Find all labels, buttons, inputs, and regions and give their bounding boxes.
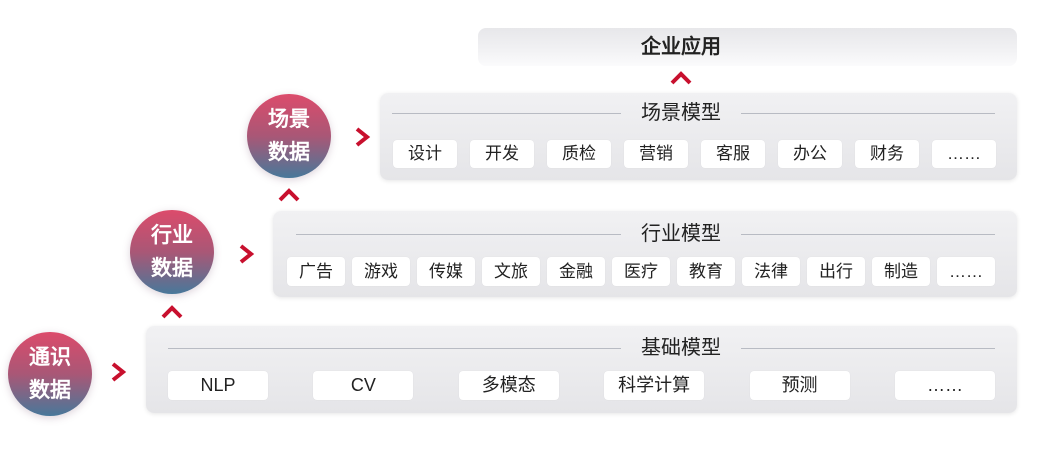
base-model-panel: 基础模型 NLP CV 多模态 科学计算 预测 …… [146, 326, 1017, 413]
base-model-title: 基础模型 [641, 337, 721, 359]
general-data-label-line2: 数据 [29, 379, 71, 402]
caret-up-icon [670, 71, 692, 85]
general-data-circle: 通识 数据 [8, 332, 92, 416]
scene-model-item: 营销 [624, 140, 688, 168]
scene-model-item: 财务 [855, 140, 919, 168]
industry-model-panel: 行业模型 广告 游戏 传媒 文旅 金融 医疗 教育 法律 出行 制造 …… [273, 211, 1017, 297]
scene-model-item: 设计 [393, 140, 457, 168]
scene-model-title: 场景模型 [641, 102, 721, 124]
title-rule-right [741, 113, 995, 114]
caret-up-icon [278, 188, 300, 202]
industry-model-items: 广告 游戏 传媒 文旅 金融 医疗 教育 法律 出行 制造 …… [287, 257, 995, 286]
industry-data-circle: 行业 数据 [130, 210, 214, 294]
scene-model-items: 设计 开发 质检 营销 客服 办公 财务 …… [393, 140, 996, 168]
base-model-item: 科学计算 [604, 371, 705, 400]
industry-model-item: 游戏 [352, 257, 410, 286]
title-rule-left [296, 234, 621, 235]
scene-model-panel: 场景模型 设计 开发 质检 营销 客服 办公 财务 …… [380, 93, 1017, 180]
title-rule-right [741, 234, 995, 235]
industry-model-item: 出行 [807, 257, 865, 286]
industry-model-item: 法律 [742, 257, 800, 286]
chevron-right-icon [239, 244, 255, 264]
application-label: 企业应用 [641, 36, 721, 58]
scene-model-item: 客服 [701, 140, 765, 168]
scene-model-item-more: …… [932, 140, 996, 168]
industry-data-label-line1: 行业 [151, 224, 193, 247]
industry-model-item: 制造 [872, 257, 930, 286]
base-model-item: 多模态 [458, 371, 559, 400]
industry-model-item: 文旅 [482, 257, 540, 286]
base-model-items: NLP CV 多模态 科学计算 预测 …… [168, 371, 995, 400]
industry-model-item: 医疗 [612, 257, 670, 286]
base-model-item: CV [313, 371, 414, 400]
industry-model-item: 金融 [547, 257, 605, 286]
scene-data-label-line2: 数据 [268, 141, 310, 164]
industry-model-item: 传媒 [417, 257, 475, 286]
title-rule-right [741, 348, 995, 349]
caret-up-icon [161, 305, 183, 319]
industry-model-item: 教育 [677, 257, 735, 286]
chevron-right-icon [355, 127, 371, 147]
scene-model-item: 质检 [547, 140, 611, 168]
title-rule-left [392, 113, 621, 114]
industry-data-label-line2: 数据 [151, 257, 193, 280]
scene-data-circle: 场景 数据 [247, 94, 331, 178]
base-model-item: NLP [168, 371, 268, 400]
scene-data-label-line1: 场景 [268, 108, 310, 131]
base-model-item: 预测 [749, 371, 850, 400]
industry-model-item-more: …… [937, 257, 995, 286]
title-rule-left [168, 348, 621, 349]
industry-model-title: 行业模型 [641, 223, 721, 245]
scene-model-item: 办公 [778, 140, 842, 168]
scene-model-item: 开发 [470, 140, 534, 168]
base-model-item-more: …… [894, 371, 995, 400]
industry-model-item: 广告 [287, 257, 345, 286]
application-layer: 企业应用 [478, 28, 1017, 66]
chevron-right-icon [111, 362, 127, 382]
general-data-label-line1: 通识 [29, 346, 71, 369]
